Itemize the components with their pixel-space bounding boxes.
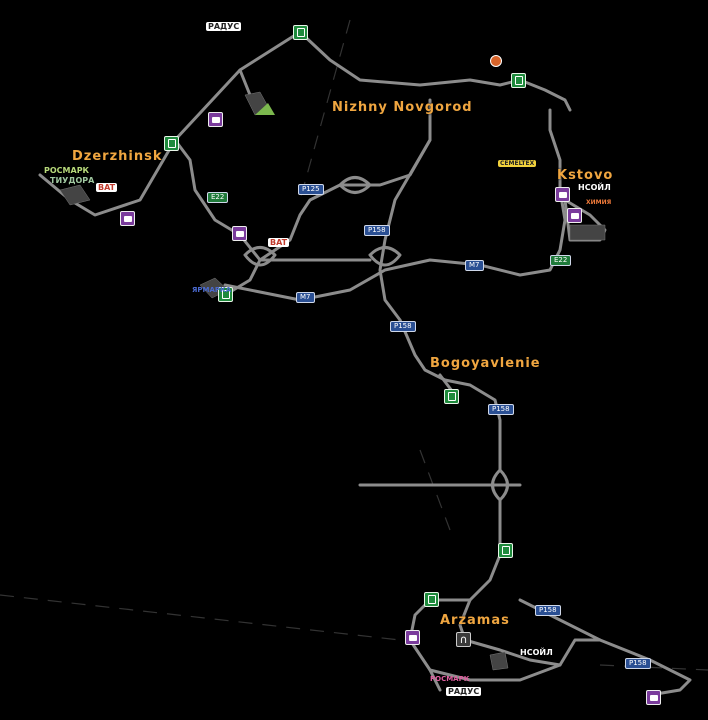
city-label-kstovo: Kstovo (557, 168, 614, 183)
fuel-station-icon[interactable] (164, 136, 179, 151)
road-shield-p125: P125 (298, 184, 324, 195)
road-shield-p158: P158 (488, 404, 514, 415)
truck-dealer-icon[interactable] (232, 226, 247, 241)
road-shield-p158: P158 (625, 658, 651, 669)
service-icon[interactable] (490, 55, 502, 67)
company-logo-rosmark[interactable]: РОСМАРК (44, 166, 90, 175)
city-label-bogoyavlenie: Bogoyavlenie (430, 356, 541, 371)
company-logo-tiudora[interactable]: ТИУДОРА (50, 176, 95, 185)
road-shield-p158: P158 (390, 321, 416, 332)
city-label-dzerzhinsk: Dzerzhinsk (72, 149, 163, 164)
company-logo-bat[interactable]: BAT (268, 238, 290, 247)
company-logo-yarmarka[interactable]: ЯРМАРКА (192, 286, 232, 294)
company-logo-radus[interactable]: РАДУС (446, 687, 482, 696)
fuel-station-icon[interactable] (218, 287, 233, 302)
company-logo-cemeltex[interactable]: CEMELTEX (498, 160, 537, 167)
fuel-station-icon[interactable] (498, 543, 513, 558)
company-logo-radus[interactable]: РАДУС (206, 22, 242, 31)
fuel-station-icon[interactable] (444, 389, 459, 404)
road-shield-e22: E22 (550, 255, 572, 266)
city-label-arzamas: Arzamas (440, 613, 510, 628)
fuel-station-icon[interactable] (424, 592, 439, 607)
road-shield-e22: E22 (207, 192, 229, 203)
truck-dealer-icon[interactable] (646, 690, 661, 705)
fuel-station-icon[interactable] (293, 25, 308, 40)
truck-dealer-icon[interactable] (208, 112, 223, 127)
road-shield-p158: P158 (535, 605, 561, 616)
company-logo-nsoil[interactable]: НСОЙЛ (520, 648, 553, 657)
company-logo-himiya[interactable]: ХИМИЯ (586, 199, 612, 206)
fuel-station-icon[interactable] (511, 73, 526, 88)
company-logo-bat[interactable]: BAT (96, 183, 118, 192)
company-logo-nsoil[interactable]: НСОЙЛ (578, 183, 611, 192)
truck-dealer-icon[interactable] (120, 211, 135, 226)
road-shield-m7: M7 (465, 260, 484, 271)
company-logo-rosmark[interactable]: РОСМАРК (430, 675, 470, 683)
truck-dealer-icon[interactable] (405, 630, 420, 645)
garage-icon[interactable] (456, 632, 471, 647)
road-shield-p158: P158 (364, 225, 390, 236)
city-label-nizhny-novgorod: Nizhny Novgorod (332, 100, 473, 115)
road-shield-m7: M7 (296, 292, 315, 303)
truck-dealer-icon[interactable] (567, 208, 582, 223)
truck-dealer-icon[interactable] (555, 187, 570, 202)
